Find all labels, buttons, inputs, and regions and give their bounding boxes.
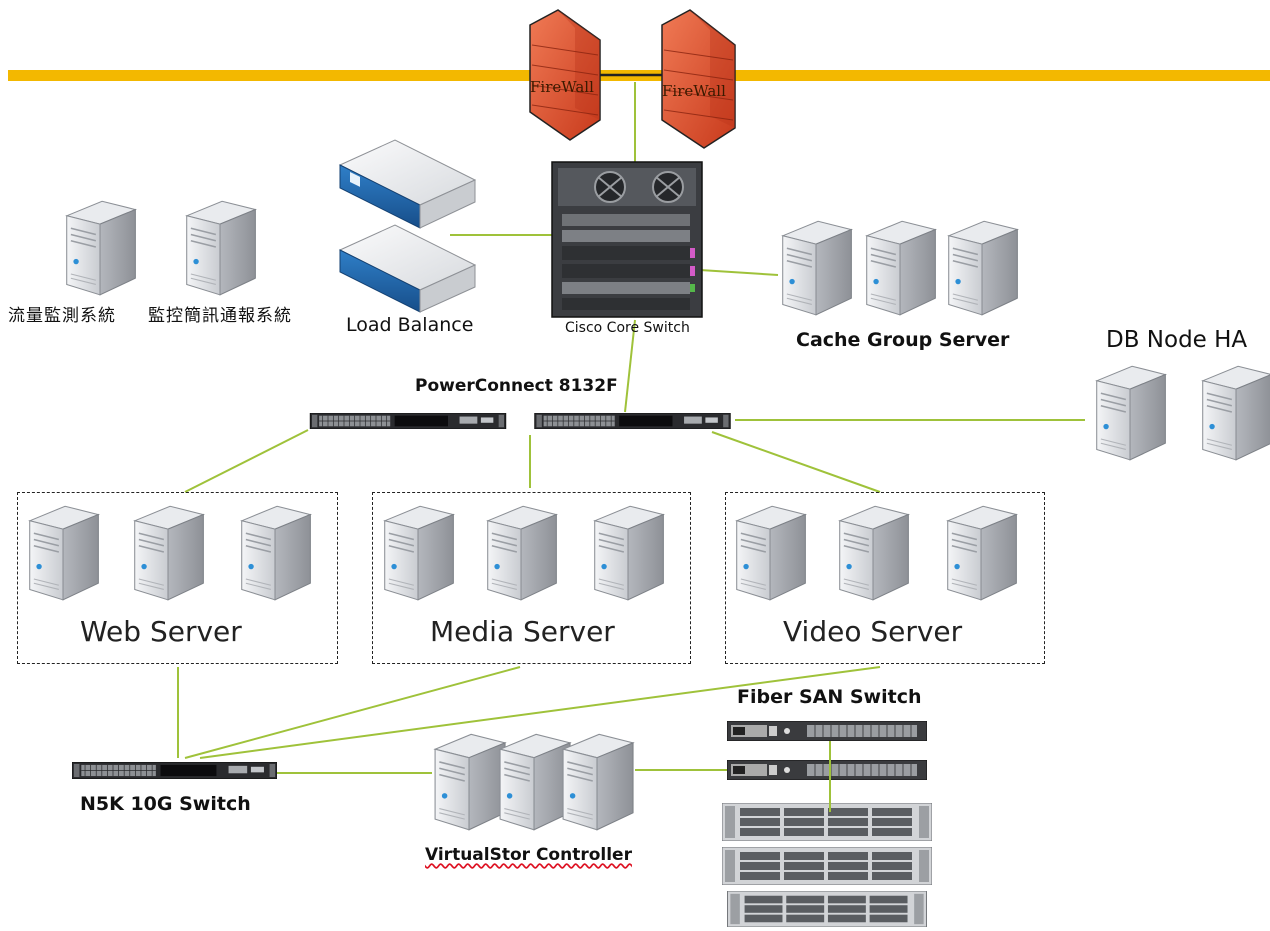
video-server-group: [725, 492, 1045, 664]
sms-alert-label: 監控簡訊通報系統: [148, 306, 292, 326]
cache-server-icon: [947, 220, 1019, 316]
storage-enclosure-icon: [722, 803, 932, 841]
firewall-label: FireWall: [662, 82, 726, 100]
fiber-switch-icon: [727, 721, 927, 741]
core-switch-chassis: [551, 161, 703, 318]
connection-lines: [177, 82, 1085, 812]
cache-server-icon: [865, 220, 937, 316]
db-server-icon: [1095, 365, 1167, 461]
firewall-label: FireWall: [530, 78, 594, 96]
media-server-group: [372, 492, 691, 664]
load-balancer-icon: [338, 139, 477, 229]
video-server-label: Video Server: [783, 615, 963, 648]
web-server-label: Web Server: [80, 615, 242, 648]
firewall-icon: [661, 9, 736, 149]
fiber-switch-icon: [727, 760, 927, 780]
load-balancer-icon: [338, 224, 477, 313]
controller-server-icon: [499, 733, 571, 831]
storage-enclosure-icon: [727, 891, 927, 927]
web-server-group: [17, 492, 338, 664]
powerconnect-label: PowerConnect 8132F: [415, 376, 618, 396]
firewall-icon: [529, 9, 601, 141]
monitor-server-icon: [185, 200, 257, 296]
fiber-san-label: Fiber SAN Switch: [737, 686, 922, 708]
n5k-switch-label: N5K 10G Switch: [80, 793, 251, 815]
powerconnect-switch-icon: [534, 413, 731, 429]
cache-server-icon: [781, 220, 853, 316]
traffic-monitor-label: 流量監測系統: [8, 306, 116, 326]
cache-group-label: Cache Group Server: [796, 329, 1010, 351]
powerconnect-switch-icon: [309, 413, 507, 429]
monitor-server-icon: [65, 200, 137, 296]
core-switch-label: Cisco Core Switch: [565, 320, 690, 336]
media-server-label: Media Server: [430, 615, 615, 648]
db-server-icon: [1201, 365, 1270, 461]
n5k-switch-icon: [72, 762, 277, 779]
storage-enclosure-icon: [722, 847, 932, 885]
controller-server-icon: [562, 733, 634, 831]
load-balance-label: Load Balance: [346, 314, 474, 336]
controller-server-icon: [434, 733, 506, 831]
virtualstor-label: VirtualStor Controller: [425, 845, 632, 865]
db-node-label: DB Node HA: [1106, 327, 1248, 353]
